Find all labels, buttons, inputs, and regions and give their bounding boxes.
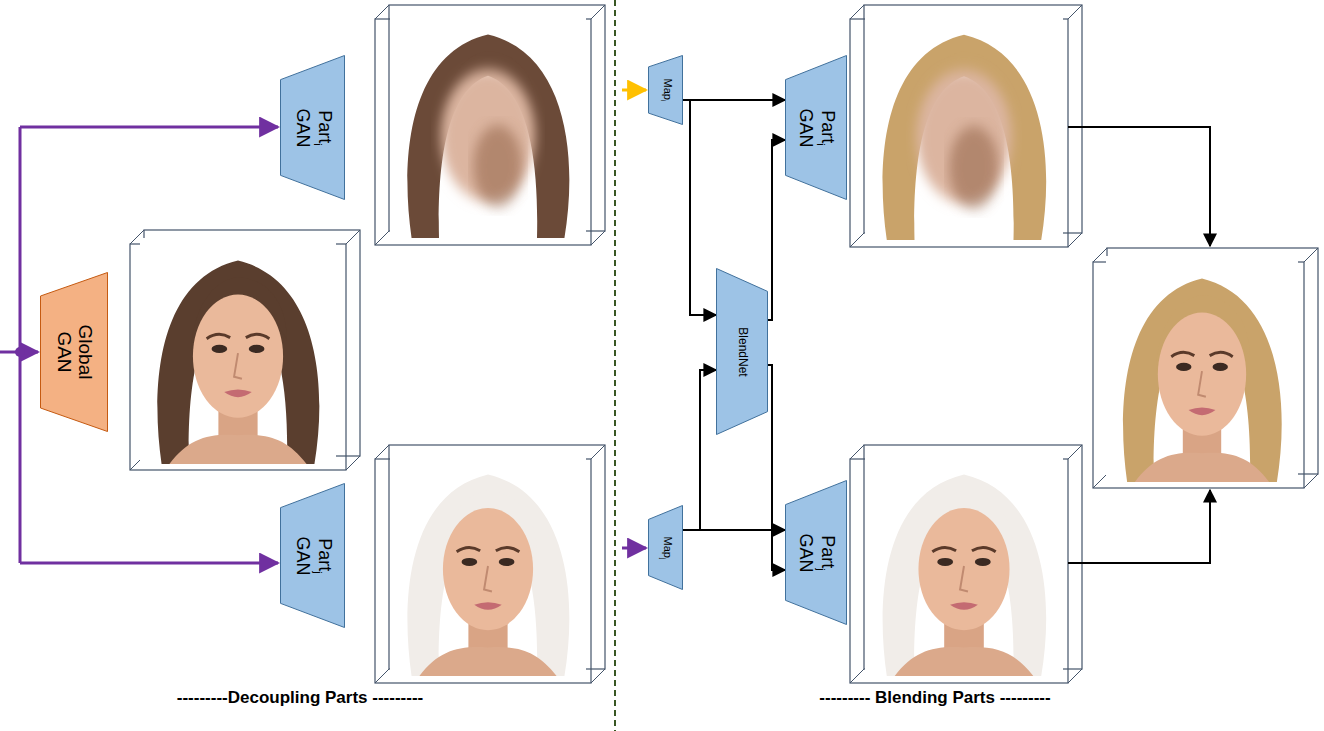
label-line: GAN [795, 108, 815, 147]
subscript-index: i [658, 100, 666, 102]
subscript-index: i [816, 143, 829, 146]
generator-block: PartiGAN [280, 55, 345, 200]
subscript-index: j [312, 571, 325, 574]
trapezoid-outline [786, 481, 847, 625]
block-name: Map [662, 79, 674, 100]
block-name: Part [818, 535, 838, 568]
block-label: PartjGAN [795, 533, 837, 572]
part-image [375, 5, 605, 245]
label-line: GAN [53, 325, 74, 380]
part-image [850, 5, 1082, 247]
label-line: Partj [311, 536, 333, 575]
connector-arrow [768, 365, 785, 570]
result-image [1093, 248, 1318, 488]
trapezoid-shape [280, 483, 345, 628]
trapezoid-outline [717, 269, 768, 435]
label-line: Mapj [657, 536, 673, 559]
block-name: Part [315, 538, 335, 571]
divider-line [614, 0, 616, 731]
part-image [375, 445, 605, 683]
block-name: Global [75, 325, 96, 380]
label-line: Parti [311, 108, 333, 147]
global-image [130, 230, 360, 470]
trapezoid-outline [649, 56, 683, 125]
output-wires [1068, 127, 1210, 563]
subscript-index: j [816, 568, 829, 571]
block-label: Mapj [657, 536, 673, 559]
block-label: PartiGAN [795, 108, 837, 147]
label-line: GAN [291, 536, 311, 575]
label-line: BlendNet [735, 327, 748, 376]
label-line: Partj [815, 533, 837, 572]
label-line: GAN [291, 108, 311, 147]
subscript-index: j [658, 557, 666, 559]
connector-arrow [683, 99, 785, 101]
part-image [850, 445, 1082, 683]
generator-block: PartjGAN [785, 480, 847, 625]
trapezoid-outline [786, 56, 847, 200]
label-line: Parti [815, 108, 837, 147]
trapezoid-shape [280, 55, 345, 200]
block-name: Part [818, 110, 838, 143]
block-name: GAN [292, 536, 312, 575]
subscript-index: i [312, 143, 325, 146]
block-label: BlendNet [735, 327, 748, 376]
block-label: PartjGAN [291, 536, 333, 575]
label-line: Mapi [657, 79, 673, 102]
generator-block: PartjGAN [280, 483, 345, 628]
trapezoid-outline [281, 56, 345, 200]
connector-arrow [683, 370, 716, 530]
connector-arrow [768, 140, 785, 320]
trapezoid-outline [649, 506, 683, 590]
block-label: GlobalGAN [53, 325, 95, 380]
label-line: GAN [795, 533, 815, 572]
section-caption: ---------Decoupling Parts --------- [130, 688, 470, 708]
connector-arrow [683, 529, 785, 531]
label-line: Global [74, 325, 95, 380]
connector-arrow [683, 100, 716, 315]
trapezoid-outline [281, 484, 345, 628]
block-label: Mapi [657, 79, 673, 102]
trapezoid-outline [41, 273, 108, 432]
generator-block: PartiGAN [785, 55, 847, 200]
block-name: GAN [54, 331, 75, 372]
generator-block: GlobalGAN [40, 272, 108, 432]
mapping-block: Mapj [648, 505, 683, 590]
block-name: GAN [796, 533, 816, 572]
block-label: PartiGAN [291, 108, 333, 147]
block-name: BlendNet [736, 327, 750, 376]
block-name: Part [315, 110, 335, 143]
mapping-block: Mapi [648, 55, 683, 125]
input-arrow [622, 89, 646, 92]
section-caption: --------- Blending Parts --------- [770, 688, 1100, 708]
block-name: Map [662, 536, 674, 557]
blend-block: BlendNet [716, 268, 768, 435]
block-name: GAN [292, 108, 312, 147]
block-name: GAN [796, 108, 816, 147]
